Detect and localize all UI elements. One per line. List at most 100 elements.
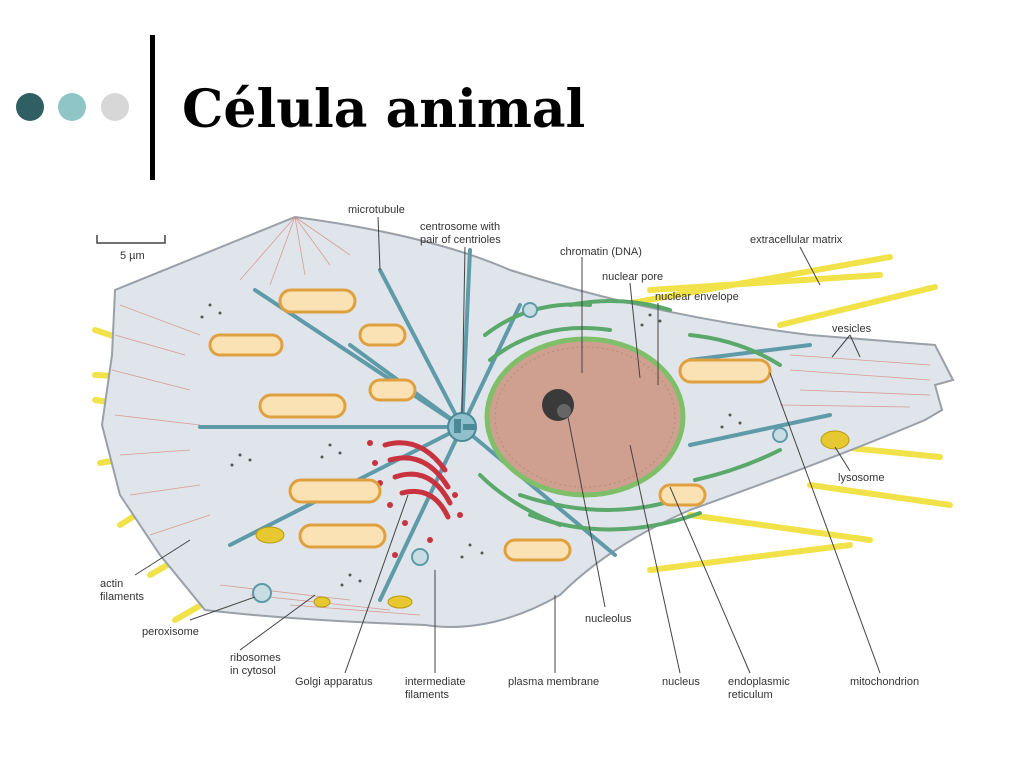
lysosome-blob xyxy=(387,595,413,609)
leader-vesicles-b xyxy=(849,334,861,358)
peroxisome-organelle xyxy=(522,302,538,318)
peroxisomes xyxy=(252,302,788,603)
leader-er xyxy=(669,486,751,674)
mitochondrion xyxy=(298,523,387,549)
peroxisome-organelle xyxy=(411,548,429,566)
label-intermediate-line2: filaments xyxy=(405,689,450,701)
label-intermediate-line1: intermediate xyxy=(405,676,466,688)
peroxisome-organelle xyxy=(252,583,272,603)
label-nuclear-pore: nuclear pore xyxy=(602,271,663,283)
ecm-fiber xyxy=(777,284,938,328)
golgi-cisterna xyxy=(392,471,453,506)
leader-golgi xyxy=(344,494,409,674)
lysosome-blob xyxy=(313,596,331,608)
peroxisome-organelle xyxy=(772,427,788,443)
title-divider xyxy=(150,35,155,180)
label-ribosomes-line2: in cytosol xyxy=(230,665,276,677)
golgi-cisterna xyxy=(387,455,451,490)
mitochondrion xyxy=(208,333,284,357)
centrosome xyxy=(447,412,477,442)
centriole xyxy=(463,424,475,430)
mitochondrion xyxy=(503,538,572,562)
lysosomes xyxy=(255,430,850,609)
label-actin-line1: actin xyxy=(100,578,123,590)
microtubule-strand xyxy=(378,425,464,602)
nuclear-envelope xyxy=(484,336,686,498)
scale-bar-label: 5 µm xyxy=(120,250,145,262)
microtubule-strand xyxy=(460,425,617,557)
ecm-fiber xyxy=(647,272,883,293)
bullet-dot-gray xyxy=(101,93,129,121)
er-cisterna xyxy=(488,326,612,362)
label-er-line2: reticulum xyxy=(728,689,773,701)
label-actin-line2: filaments xyxy=(100,591,145,603)
golgi-cisterna xyxy=(382,440,448,473)
label-leader-lines xyxy=(134,216,881,674)
leader-lysosome xyxy=(834,446,851,472)
label-ribosomes-line1: ribosomes xyxy=(230,652,281,664)
label-golgi: Golgi apparatus xyxy=(295,676,373,688)
label-peroxisome: peroxisome xyxy=(142,626,199,638)
leader-nucleolus xyxy=(567,416,606,608)
label-nucleolus: nucleolus xyxy=(585,613,632,625)
golgi-apparatus xyxy=(382,440,453,520)
er-cisterna xyxy=(478,473,562,527)
leader-ecm xyxy=(799,246,821,286)
ribosomes xyxy=(200,303,742,587)
mitochondrion xyxy=(368,378,417,402)
bullet-dot-teal xyxy=(58,93,86,121)
label-chromatin: chromatin (DNA) xyxy=(560,246,642,258)
mitochondrion xyxy=(258,393,347,419)
leader-peroxisome xyxy=(189,596,256,621)
microtubule-strand xyxy=(460,248,472,429)
scale-bar: 5 µm xyxy=(96,235,166,262)
microtubule-strand xyxy=(378,268,464,429)
nucleolus xyxy=(542,389,574,421)
cell-diagram-svg: 5 µm microtubule centrosome with pair of… xyxy=(92,204,955,701)
leader-actin xyxy=(134,539,191,576)
microtubule-strand xyxy=(688,413,832,447)
microtubule-strand xyxy=(460,303,522,429)
leader-centrosome xyxy=(461,246,466,414)
label-centrosome-line2: pair of centrioles xyxy=(420,234,501,246)
mitochondrion xyxy=(358,323,407,347)
er-cisterna xyxy=(693,448,782,482)
mitochondrion xyxy=(658,483,707,507)
golgi-cisterna xyxy=(399,489,451,520)
chromatin xyxy=(494,346,676,488)
leader-nuclear-pore xyxy=(629,282,641,379)
ecm-fiber xyxy=(647,542,853,573)
label-centrosome-line1: centrosome with xyxy=(420,221,500,233)
er-cisterna xyxy=(688,333,782,367)
ecm-fiber xyxy=(687,512,873,543)
cell-diagram: 5 µm microtubule centrosome with pair of… xyxy=(90,195,960,705)
bullet-dot-dark xyxy=(16,93,44,121)
nucleolus-core xyxy=(557,404,571,418)
label-microtubule: microtubule xyxy=(348,204,405,216)
microtubule-strand xyxy=(688,343,812,362)
leader-vesicles-a xyxy=(831,334,851,358)
diagram-labels: microtubule centrosome with pair of cent… xyxy=(100,204,919,701)
label-vesicles: vesicles xyxy=(832,323,872,335)
mitochondrion xyxy=(278,288,357,314)
lysosome-blob xyxy=(255,526,285,544)
nucleus xyxy=(484,336,686,498)
label-nuclear-envelope: nuclear envelope xyxy=(655,291,739,303)
mitochondrion xyxy=(678,358,772,384)
label-er-line1: endoplasmic xyxy=(728,676,790,688)
leader-microtubule xyxy=(377,216,381,271)
centriole xyxy=(454,419,461,433)
mitochondrion xyxy=(288,478,382,504)
ecm-fiber xyxy=(807,482,953,508)
slide-header: Célula animal xyxy=(0,0,1024,190)
er-cisterna xyxy=(568,299,672,312)
leader-nucleus xyxy=(629,444,681,674)
label-extracellular-matrix: extracellular matrix xyxy=(750,234,843,246)
lysosome-blob xyxy=(820,430,850,450)
golgi-vesicles xyxy=(367,440,463,558)
slide-title: Célula animal xyxy=(182,79,586,140)
mitochondria xyxy=(208,288,772,562)
leader-ribosomes xyxy=(239,594,316,651)
label-lysosome: lysosome xyxy=(838,472,884,484)
leader-mitochondrion xyxy=(769,372,881,674)
